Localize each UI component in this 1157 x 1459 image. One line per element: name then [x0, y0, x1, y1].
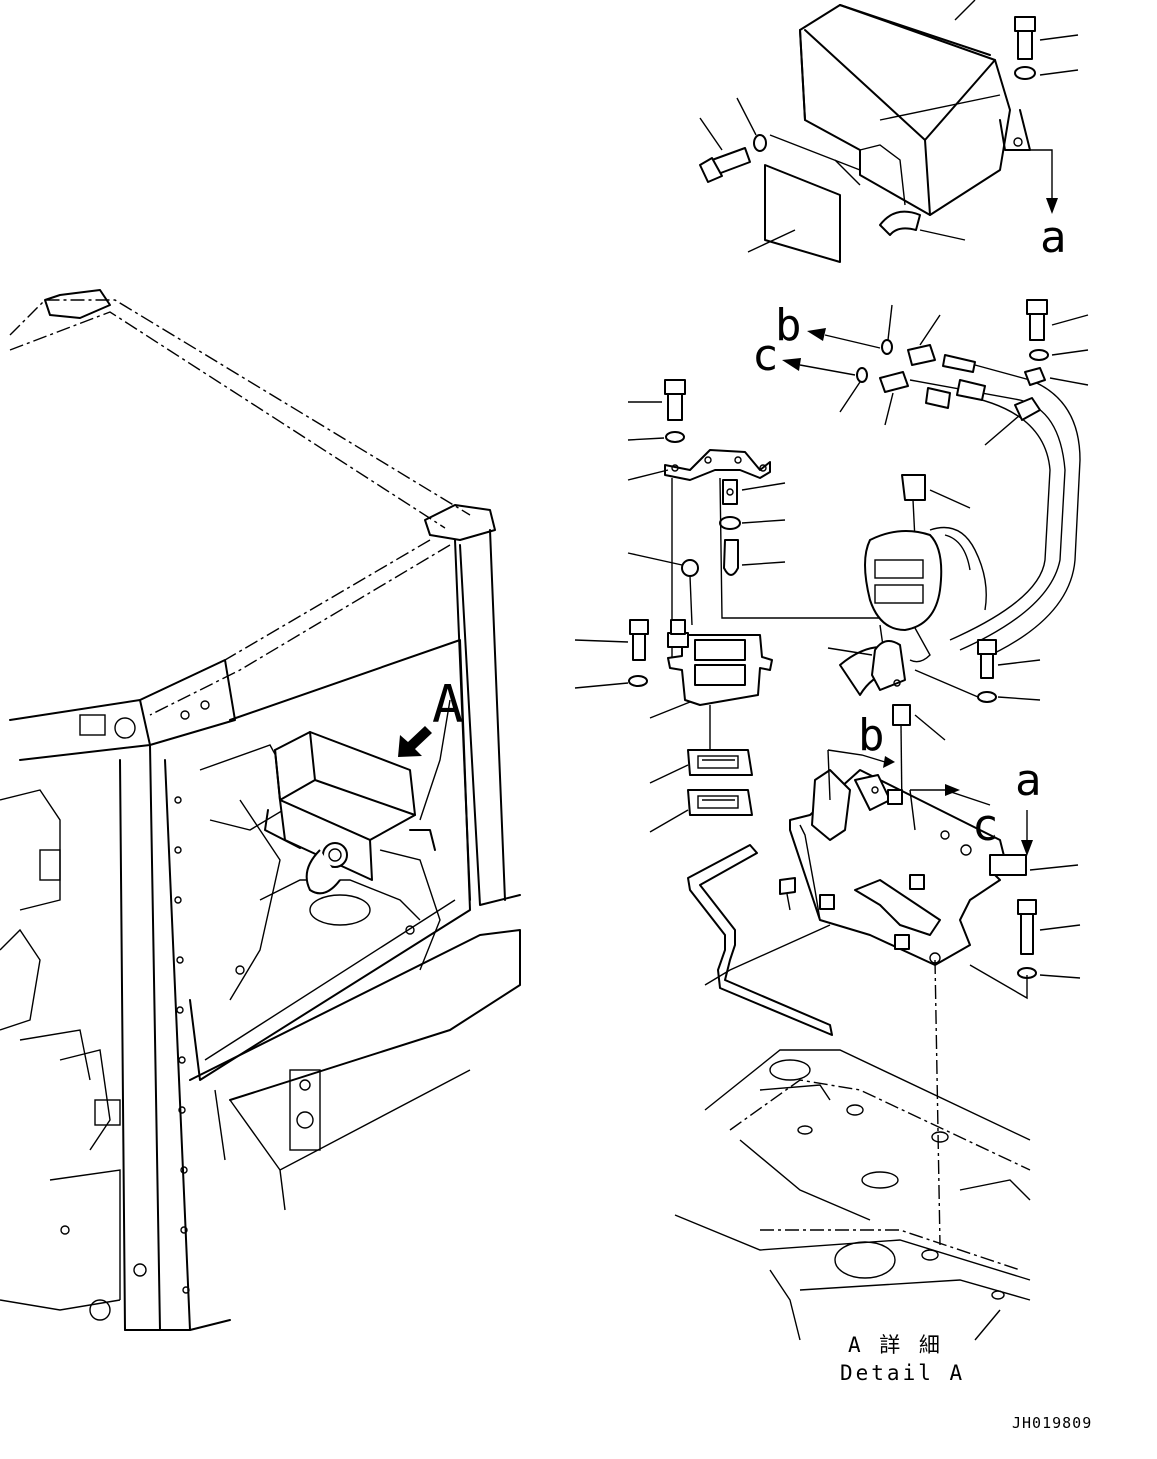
- detail-caption-english: Detail A: [840, 1361, 965, 1385]
- detail-caption-japanese: A 詳 細: [848, 1333, 943, 1357]
- arrow-label-b-lower: b: [858, 710, 885, 761]
- pillar-holes: [174, 796, 190, 1294]
- arrow-label-a-lower: a: [1015, 755, 1042, 806]
- arrow-label-b-top: b: [775, 300, 802, 351]
- mounting-plate: b c a: [779, 710, 1081, 1000]
- relay-bracket-group: [574, 379, 918, 833]
- arrow-label-c-top: c: [752, 330, 779, 381]
- fuse-box-cover-assembly: a: [699, 0, 1079, 263]
- seal-strip: [687, 844, 833, 1036]
- label-plate: [764, 164, 841, 263]
- harness-bundle: [827, 474, 1041, 901]
- detail-caption: A 詳 細 Detail A: [840, 1333, 965, 1385]
- view-label: A: [432, 675, 463, 735]
- cab-floor-detail: [674, 959, 1031, 1341]
- control-box-location: [264, 731, 436, 895]
- drawing-code: JH019809: [1012, 1414, 1092, 1432]
- view-a-arrow: A: [398, 675, 463, 757]
- rubber-block: [989, 854, 1027, 876]
- connection-arrows-upper: b c: [752, 299, 1089, 661]
- cab-frame-overview: [0, 289, 521, 1331]
- arrow-label-a-top: a: [1040, 212, 1067, 263]
- arrow-label-c-lower: c: [972, 800, 999, 851]
